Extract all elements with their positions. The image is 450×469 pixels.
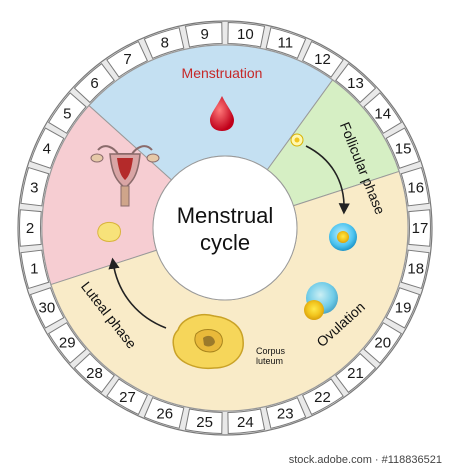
day-cell: [19, 209, 42, 247]
day-cell: [265, 27, 307, 59]
day-cell: [335, 62, 377, 104]
day-cell: [47, 92, 87, 134]
corpus-albicans-icon: [97, 221, 121, 243]
day-number: 10: [237, 26, 254, 43]
corpus-luteum-icon: [172, 314, 244, 370]
day-cell: [363, 322, 403, 364]
day-number: 7: [123, 51, 131, 68]
day-number: 11: [277, 35, 293, 52]
blood-drop-icon: [210, 96, 234, 131]
day-cell: [106, 40, 148, 78]
day-number: 3: [30, 179, 38, 196]
day-number: 9: [200, 26, 208, 43]
day-number: 27: [119, 389, 136, 406]
day-cell: [265, 397, 307, 429]
uterus-icon: [90, 145, 160, 207]
day-number: 1: [30, 261, 38, 278]
day-cell: [302, 40, 344, 78]
center-circle: [152, 155, 298, 301]
day-cell: [335, 352, 377, 394]
day-cell: [400, 249, 430, 290]
day-number: 28: [86, 365, 103, 382]
day-cell: [73, 352, 115, 394]
center-title-line1: Menstrual: [177, 203, 274, 228]
day-cell: [20, 166, 50, 207]
outer-ring-outline: [17, 20, 433, 436]
day-number: 20: [374, 335, 391, 352]
day-cell: [106, 378, 148, 416]
day-number: 16: [407, 179, 424, 196]
day-number: 12: [314, 51, 331, 68]
day-cell: [227, 408, 266, 434]
day-cell: [143, 27, 185, 59]
day-number: 26: [156, 405, 173, 422]
day-cell: [184, 22, 223, 48]
day-cell: [143, 397, 185, 429]
day-number: 2: [26, 220, 34, 237]
day-number: 18: [407, 261, 424, 278]
mature-follicle-icon: [329, 223, 357, 251]
day-number: 23: [277, 405, 294, 422]
center-title-line2: cycle: [200, 230, 250, 255]
day-number: 19: [395, 299, 412, 316]
follicle-growth-arrow: [305, 145, 350, 215]
day-number: 24: [237, 414, 254, 431]
day-number: 15: [395, 141, 412, 158]
day-cell: [385, 287, 421, 329]
small-follicle-icon: [290, 133, 304, 147]
day-number: 22: [314, 389, 331, 406]
corpus-luteum-label-line1: Corpus: [256, 346, 286, 356]
luteal-progression-arrow: [108, 257, 167, 329]
day-number: 13: [347, 75, 364, 92]
day-number: 4: [43, 141, 51, 158]
day-number: 14: [374, 105, 391, 122]
day-cell: [73, 62, 115, 104]
day-cell: [227, 22, 266, 48]
day-number: 29: [59, 335, 76, 352]
day-number: 25: [196, 414, 213, 431]
day-number: 21: [347, 365, 364, 382]
day-cell: [29, 287, 65, 329]
day-cell: [29, 127, 65, 169]
day-cell: [47, 322, 87, 364]
day-cell: [184, 408, 223, 434]
day-number: 17: [412, 220, 429, 237]
phase-sectors: [41, 44, 409, 412]
day-cell: [302, 378, 344, 416]
day-number: 8: [161, 35, 169, 52]
day-cell: [400, 166, 430, 207]
menstruation-label: Menstruation: [182, 65, 263, 81]
stock-image-id: stock.adobe.com · #118836521: [288, 454, 442, 466]
day-cell: [408, 209, 431, 247]
day-cell: [385, 127, 421, 169]
day-cell: [20, 249, 50, 290]
corpus-luteum-label-line2: luteum: [256, 356, 283, 366]
day-number: 6: [90, 75, 98, 92]
ovulation-egg-icon: [304, 282, 338, 320]
day-cell: [363, 92, 403, 134]
day-number: 30: [39, 299, 56, 316]
day-number: 5: [63, 105, 71, 122]
